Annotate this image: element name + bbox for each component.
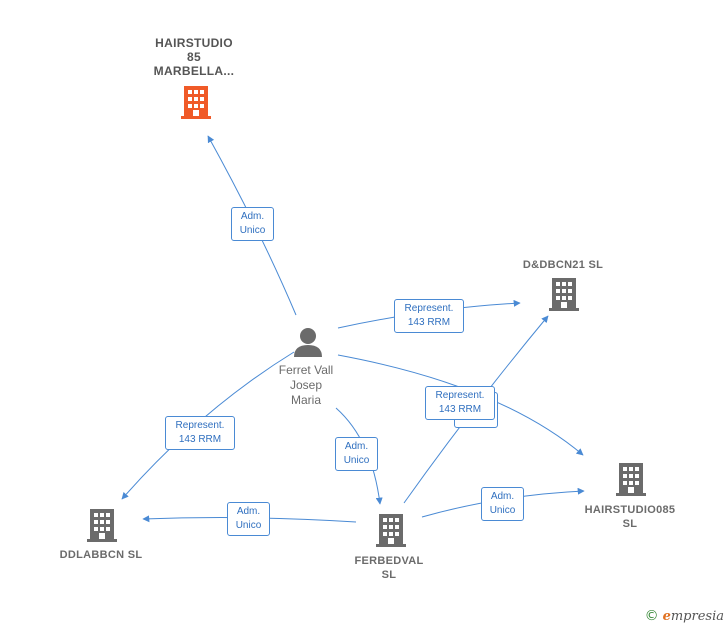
node-label-hairstudio85[interactable]: HAIRSTUDIO 85 MARBELLA...	[153, 36, 235, 78]
edge-label-ferbedval-hairstudio085[interactable]: Adm. Unico	[481, 487, 524, 521]
edge-label-ferret-ddlabbcn[interactable]: Represent. 143 RRM	[165, 416, 235, 450]
node-label-hairstudio085[interactable]: HAIRSTUDIO085 SL	[584, 504, 676, 530]
node-label-ddbcn21[interactable]: D&DBCN21 SL	[522, 259, 604, 271]
person-icon-ferret[interactable]	[294, 328, 322, 357]
edge-label-ferret-ddbcn21[interactable]: Represent. 143 RRM	[394, 299, 464, 333]
edge-label-ferret-hairstudio085[interactable]: Represent. 143 RRM	[425, 386, 495, 420]
node-label-ferbedval[interactable]: FERBEDVAL SL	[354, 555, 424, 581]
node-label-ferret[interactable]: Ferret Vall Josep Maria	[278, 363, 334, 407]
building-icon-ddlabbcn[interactable]	[87, 509, 117, 542]
copyright-icon: ©	[644, 608, 659, 624]
building-icon-hairstudio85[interactable]	[181, 86, 211, 119]
empresia-logo[interactable]: ©empresia	[644, 608, 724, 624]
building-icon-hairstudio085[interactable]	[616, 463, 646, 496]
building-icon-ferbedval[interactable]	[376, 514, 406, 547]
edge-label-ferret-ferbedval[interactable]: Adm. Unico	[335, 437, 378, 471]
node-label-ddlabbcn[interactable]: DDLABBCN SL	[59, 549, 143, 561]
building-icon-ddbcn21[interactable]	[549, 278, 579, 311]
edge-label-ferret-hairstudio85[interactable]: Adm. Unico	[231, 207, 274, 241]
edge-label-ferbedval-ddlabbcn[interactable]: Adm. Unico	[227, 502, 270, 536]
